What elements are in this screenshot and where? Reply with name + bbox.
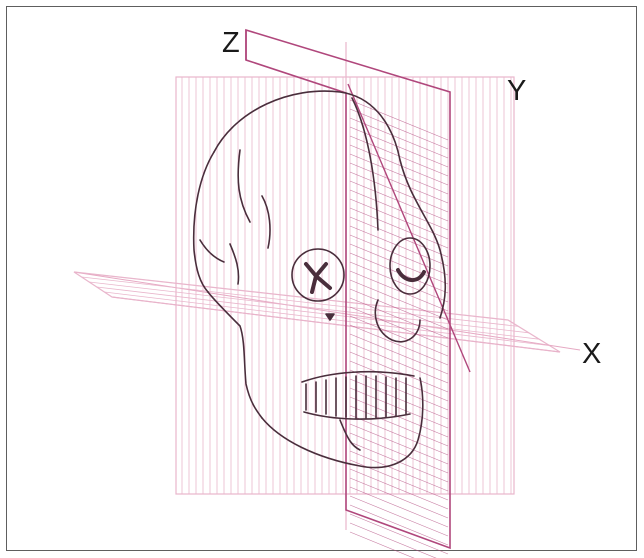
sagittal-hatch-line (350, 523, 448, 558)
right-orbit (390, 238, 430, 294)
sagittal-hatch-line (350, 505, 448, 545)
skull-illustration (194, 91, 446, 467)
coronal-plane (176, 42, 514, 530)
x-axis-label: X (582, 338, 601, 370)
sagittal-hatch-line (350, 514, 448, 554)
y-axis-label: Y (507, 75, 526, 107)
transverse-line (89, 282, 529, 333)
cranium-outline (214, 91, 445, 318)
teeth (302, 372, 414, 419)
transverse-plane-lines (74, 272, 560, 352)
z-axis-label: Z (222, 27, 240, 59)
transverse-line (97, 287, 539, 339)
sagittal-hatch-line (350, 532, 448, 558)
